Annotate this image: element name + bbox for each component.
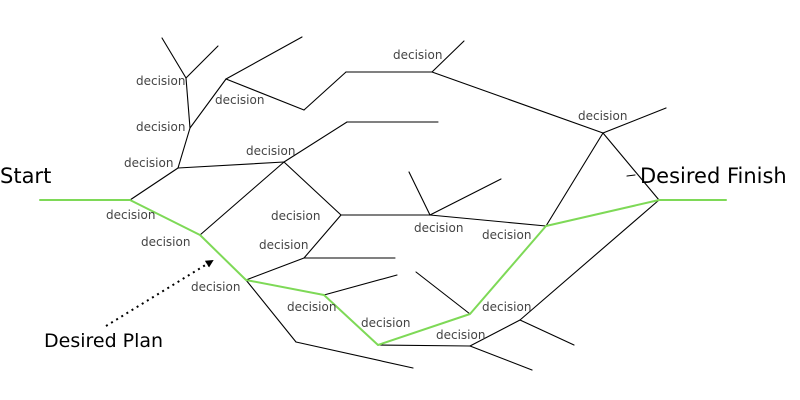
start-label: Start bbox=[0, 164, 51, 188]
decision-label: decision bbox=[414, 221, 463, 235]
edge bbox=[415, 271, 471, 315]
decision-label: decision bbox=[106, 208, 155, 222]
desired-finish-label: Desired Finish bbox=[640, 164, 787, 188]
edge bbox=[225, 36, 303, 80]
edge bbox=[295, 341, 414, 369]
edge bbox=[429, 214, 547, 227]
decision-label: decision bbox=[436, 328, 485, 342]
decision-label: decision bbox=[215, 93, 264, 107]
edge bbox=[185, 77, 191, 129]
edge bbox=[185, 45, 219, 79]
edge bbox=[377, 344, 471, 347]
decision-labels: decision decision decision decision deci… bbox=[106, 48, 627, 342]
edge bbox=[408, 171, 431, 216]
edge bbox=[189, 78, 227, 129]
decision-label: decision bbox=[124, 156, 173, 170]
edge bbox=[469, 319, 521, 347]
decision-label: decision bbox=[259, 238, 308, 252]
edge bbox=[429, 178, 502, 216]
decision-label: decision bbox=[482, 228, 531, 242]
edge bbox=[602, 132, 660, 201]
desired-plan-label: Desired Plan bbox=[44, 330, 163, 352]
decision-label: decision bbox=[191, 280, 240, 294]
edge bbox=[519, 199, 660, 321]
edge bbox=[283, 161, 342, 216]
plan-pointer-arrow bbox=[105, 259, 214, 327]
decision-label: decision bbox=[361, 316, 410, 330]
decision-label: decision bbox=[393, 48, 442, 62]
decision-label: decision bbox=[578, 109, 627, 123]
edge bbox=[545, 132, 604, 227]
decision-label: decision bbox=[287, 300, 336, 314]
decision-label: decision bbox=[246, 144, 295, 158]
edge bbox=[161, 37, 187, 79]
edge bbox=[519, 319, 575, 346]
edge bbox=[303, 71, 347, 111]
decision-label: decision bbox=[141, 235, 190, 249]
branch-edges bbox=[129, 36, 667, 371]
edge bbox=[177, 161, 285, 169]
edge bbox=[626, 174, 636, 177]
edge bbox=[431, 40, 465, 73]
edge bbox=[283, 121, 348, 163]
decision-label: decision bbox=[482, 300, 531, 314]
edge bbox=[602, 107, 667, 134]
edge bbox=[225, 78, 305, 111]
edge bbox=[431, 71, 604, 134]
desired-plan-path bbox=[129, 199, 660, 346]
plan-path bbox=[39, 199, 727, 346]
decision-label: decision bbox=[136, 120, 185, 134]
edge bbox=[129, 167, 179, 201]
edge bbox=[303, 214, 342, 259]
edge bbox=[199, 161, 285, 236]
edge bbox=[323, 274, 398, 296]
decision-label: decision bbox=[136, 74, 185, 88]
edge bbox=[469, 345, 533, 371]
decision-label: decision bbox=[271, 209, 320, 223]
edge bbox=[245, 279, 297, 343]
edge bbox=[177, 127, 191, 169]
edge bbox=[245, 257, 305, 281]
